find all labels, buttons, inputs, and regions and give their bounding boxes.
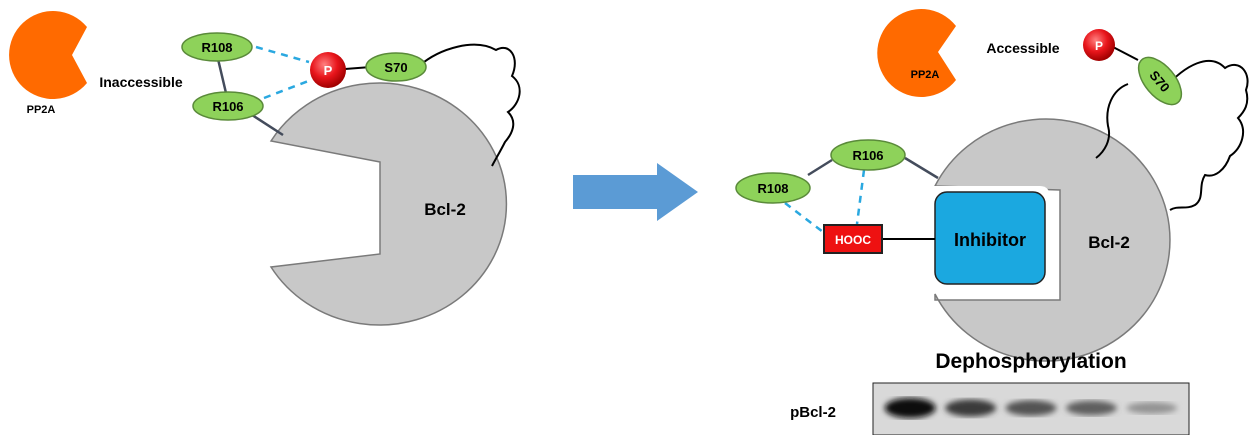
hooc-label: HOOC [835,233,871,247]
s70-loop-chain [418,43,521,167]
western-blot-panel: Dephosphorylation pBcl-2 [790,350,1190,435]
blot-band [1005,400,1057,416]
pp2a-label: PP2A [27,104,56,116]
phosphate-sphere-right [1083,29,1115,61]
accessible-label: Accessible [986,40,1059,56]
phosphate-label: P [324,63,333,78]
dashed-bond-r106-p [263,78,312,100]
backbone-p-s70-right [1112,46,1139,61]
backbone-r106-bcl2 [251,113,284,137]
pp2a-label-right: PP2A [911,69,940,81]
residue-r106-label-right: R106 [852,148,883,163]
bcl2-label: Bcl-2 [424,200,466,219]
bcl2-protein-shape [269,82,508,326]
residue-r108-right [735,172,811,204]
blot-row-label: pBcl-2 [790,404,836,421]
blot-band [1126,402,1178,414]
transition-arrow [573,163,698,221]
residue-s70-right-group: S70 [1137,56,1183,106]
backbone-r108-r106-right [807,158,833,177]
residue-r106-right [830,139,906,171]
residue-s70-label: S70 [384,60,407,75]
bcl2-label-right: Bcl-2 [1088,233,1130,252]
right-state: PP2A Accessible Inhibitor Bcl-2 R106 R10… [735,8,1249,362]
dashed-bond-r108-p [255,45,310,64]
blot-bands [884,398,1178,418]
phosphate-label-right: P [1095,39,1103,53]
blot-band [1066,400,1117,416]
inaccessible-label: Inaccessible [99,74,182,90]
s70-loop-chain-right [1164,59,1249,211]
blot-band [945,399,996,417]
left-state: PP2A Inaccessible Bcl-2 R108 R106 S70 P [9,10,521,326]
inhibitor-label: Inhibitor [954,230,1026,250]
dashed-bond-r108-hooc [784,202,824,233]
residue-r108-label: R108 [201,40,232,55]
residue-r106 [192,91,264,121]
s70-loop-chain-right-2 [1095,83,1129,159]
blot-band [884,398,936,418]
residue-r108 [181,32,253,62]
residue-s70-right [1137,56,1183,106]
residue-s70 [365,52,427,82]
residue-r108-label-right: R108 [757,181,788,196]
hooc-box [823,224,883,254]
backbone-r108-r106 [216,58,228,94]
pp2a-enzyme-shape-right [877,8,956,98]
backbone-r106-bcl2-right [904,156,939,180]
blot-title: Dephosphorylation [935,350,1126,373]
dashed-bond-r106-hooc [855,169,866,225]
bcl2-protein-shape-right [933,118,1171,362]
residue-r106-label: R106 [212,99,243,114]
phosphate-sphere [310,52,346,88]
pp2a-enzyme-shape [9,10,87,100]
